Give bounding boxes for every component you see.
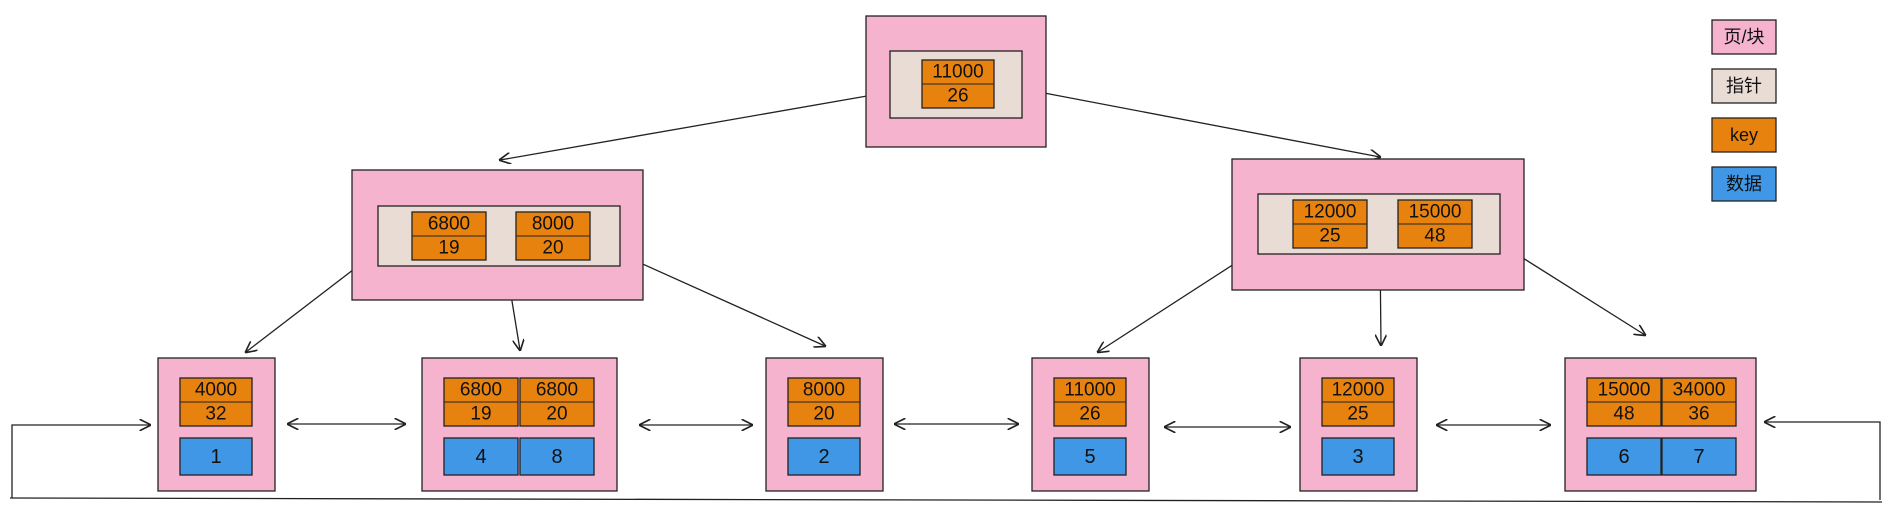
legend-label-data: 数据 [1726,174,1762,194]
leaf-5-entry-1-key-id: 25 [1347,404,1368,425]
leaf-page-2: 6800 19 4 6800 20 8 [421,357,618,492]
leaf-2-entry-1-key-id: 19 [470,404,491,425]
legend-label-page: 页/块 [1723,27,1764,47]
leaf-4-entry-1-key-value: 11000 [1064,380,1115,401]
legend-item-pointer: 指针 [1711,68,1777,104]
legend-label-key: key [1730,125,1758,145]
leaf-2-entry-2-key-value: 6800 [536,380,578,401]
leaf-page-4: 11000 26 5 [1031,357,1150,492]
leaf-5-entry-1-data-box [1321,437,1395,476]
leaf-3-entry-1-key-value: 8000 [803,380,845,401]
internal-1-entry-2-key-value: 8000 [532,214,574,235]
leaf-5-entry-1-key-value: 12000 [1332,380,1385,401]
leaf-1-entry-1-key-id: 32 [205,404,226,425]
leaf-6-entry-1-data-box [1586,437,1662,476]
leaf-2-entry-1-key-value: 6800 [460,380,502,401]
leaf-6-entry-1-data-value: 6 [1618,446,1629,468]
leaf-1-entry-1-key-value: 4000 [195,380,237,401]
leaf-4-entry-1-key-id: 26 [1079,404,1100,425]
legend-label-pointer: 指针 [1726,76,1762,96]
leaf-2-entry-1-data-box [443,437,519,476]
leaf-3-entry-1-key-id: 20 [813,404,834,425]
leaf-wrap-baseline [9,497,1883,503]
leaf-3-entry-1-data-box [787,437,861,476]
leaf-6-entry-2-data-box [1661,437,1737,476]
legend-swatch-page [1711,19,1777,55]
leaf-page-3: 8000 20 2 [765,357,884,492]
legend-swatch-data [1711,166,1777,202]
leaf-page-6: 15000 48 6 34000 36 7 [1564,357,1757,492]
legend-swatch-pointer [1711,68,1777,104]
leaf-2-entry-2-key-id: 20 [546,404,567,425]
internal-1-entry-2-key-id: 20 [542,238,563,259]
leaf-6-entry-2-key-value: 34000 [1673,380,1726,401]
leaf-5-entry-1-data-value: 3 [1352,446,1363,468]
internal-page-2: 12000 25 15000 48 [1231,158,1525,291]
internal-page-1: 6800 19 8000 20 [351,169,644,301]
leaf-1-entry-1-data-value: 1 [210,446,221,468]
leaf-6-entry-1-key-value: 15000 [1598,380,1651,401]
arrow-root-to-internal-right [1017,87,1380,157]
leaf-4-entry-1-data-value: 5 [1084,446,1095,468]
internal-2-entry-2-key-value: 15000 [1409,202,1462,223]
root-entry-1-key-value: 11000 [932,62,983,83]
leaf-6-entry-1-key-id: 48 [1613,404,1634,425]
internal-2-entry-1-key-id: 25 [1319,226,1340,247]
internal-2-entry-2-key-id: 48 [1424,226,1445,247]
legend: 页/块指针 key 数据 [1711,19,1777,202]
leaf-3-entry-1-data-value: 2 [818,446,829,468]
leaf-2-entry-1-data-value: 4 [475,446,486,468]
legend-item-page: 页/块 [1711,19,1777,55]
legend-swatch-key [1711,117,1777,153]
internal-1-entry-1-key-id: 19 [438,238,459,259]
leaf-wrap-link-right [1765,422,1881,500]
leaf-page-5: 12000 25 3 [1299,357,1418,492]
leaf-6-entry-2-data-value: 7 [1693,446,1704,468]
leaf-2-entry-2-data-box [519,437,595,476]
leaf-4-entry-1-data-box [1053,437,1127,476]
leaf-wrap-link-left [11,425,150,498]
arrow-root-to-internal-left [500,91,891,160]
leaf-6-entry-2-key-id: 36 [1688,404,1709,425]
root-page: 11000 26 [865,15,1047,148]
internal-2-entry-1-key-value: 12000 [1304,202,1357,223]
legend-item-data: 数据 [1711,166,1777,202]
root-entry-1-key-id: 26 [947,86,968,107]
legend-item-key: key [1711,117,1777,153]
tree-nodes: 1100026680019800020120002515000484000321… [157,15,1757,492]
leaf-page-1: 4000 32 1 [157,357,276,492]
internal-1-entry-1-key-value: 6800 [428,214,470,235]
leaf-1-entry-1-data-box [179,437,253,476]
leaf-2-entry-2-data-value: 8 [551,446,562,468]
